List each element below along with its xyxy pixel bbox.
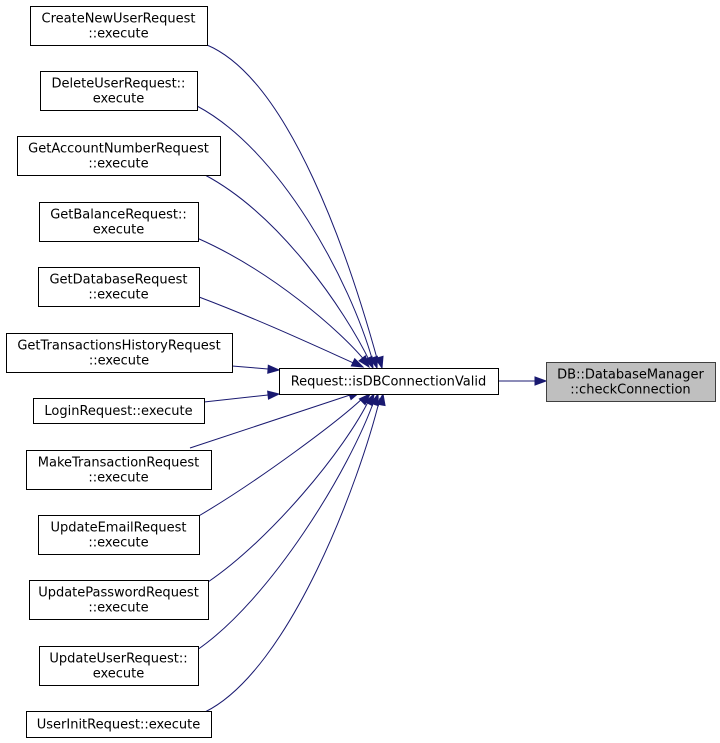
edges-layer (189, 44, 548, 713)
arrowhead-icon (267, 364, 281, 374)
node-getAccountNumber-box (17, 136, 221, 176)
node-getTransactionsHistory-label-line: GetTransactionsHistoryRequest (17, 339, 220, 354)
edge-updateUser-to-hub (196, 392, 379, 651)
node-updatePassword[interactable]: UpdatePasswordRequest::execute (29, 580, 209, 620)
arrowhead-icon (350, 357, 365, 368)
node-getDatabase[interactable]: GetDatabaseRequest::execute (38, 267, 200, 307)
node-checkConnection-box (546, 362, 716, 402)
edge-userInit-to-hub (204, 392, 386, 713)
edge-login-to-hub-line (203, 394, 269, 403)
node-updateEmail-label-line: UpdateEmailRequest (51, 521, 187, 536)
node-updateUser[interactable]: UpdateUserRequest::execute (39, 646, 199, 686)
node-createNewUser[interactable]: CreateNewUserRequest::execute (30, 6, 208, 46)
node-userInit[interactable]: UserInitRequest::execute (26, 711, 212, 738)
node-getAccountNumber[interactable]: GetAccountNumberRequest::execute (17, 136, 221, 176)
edge-getTransactionsHistory-to-hub (231, 364, 281, 374)
node-getTransactionsHistory-label-line: ::execute (89, 354, 149, 369)
edge-getTransactionsHistory-to-hub-line (231, 365, 269, 370)
node-updateEmail-label-line: ::execute (88, 536, 148, 551)
edge-updateEmail-to-hub (196, 392, 372, 518)
node-checkConnection-label-line: ::checkConnection (570, 383, 690, 398)
arrowhead-icon (267, 390, 281, 400)
node-isDBConnectionValid-box (279, 368, 499, 395)
node-getBalance[interactable]: GetBalanceRequest::execute (39, 202, 199, 242)
edge-deleteUser-to-hub-line (196, 105, 374, 363)
node-getBalance-box (39, 202, 199, 242)
edge-createNewUser-to-hub-line (206, 44, 379, 363)
node-makeTransaction-box (26, 450, 212, 490)
node-login-label-line: LoginRequest::execute (44, 404, 192, 419)
node-checkConnection-label-line: DB::DatabaseManager (557, 368, 704, 383)
node-userInit-label-line: UserInitRequest::execute (37, 718, 201, 733)
node-getAccountNumber-label-line: GetAccountNumberRequest (28, 142, 209, 157)
node-getBalance-label-line: GetBalanceRequest:: (50, 208, 187, 223)
node-login[interactable]: LoginRequest::execute (33, 398, 205, 424)
edge-updateEmail-to-hub-line (196, 396, 365, 518)
node-login-box (33, 398, 205, 424)
edge-getBalance-to-hub-line (196, 237, 367, 363)
node-getTransactionsHistory[interactable]: GetTransactionsHistoryRequest::execute (6, 333, 233, 373)
edge-getDatabase-to-hub (198, 296, 365, 368)
node-deleteUser-label-line: DeleteUserRequest:: (52, 77, 186, 92)
edge-getDatabase-to-hub-line (198, 296, 359, 366)
edge-updateUser-to-hub-line (196, 397, 376, 651)
node-getTransactionsHistory-box (6, 333, 233, 373)
node-userInit-box (26, 711, 212, 738)
edge-login-to-hub (203, 390, 281, 403)
arrowhead-icon (369, 392, 379, 407)
node-deleteUser[interactable]: DeleteUserRequest::execute (40, 71, 198, 111)
node-createNewUser-box (30, 6, 208, 46)
node-deleteUser-label-line: execute (93, 92, 145, 107)
arrowhead-icon (358, 355, 370, 369)
node-deleteUser-box (40, 71, 198, 111)
node-getDatabase-label-line: ::execute (88, 288, 148, 303)
node-updateUser-label-line: UpdateUserRequest:: (49, 652, 187, 667)
arrowhead-icon (376, 392, 386, 407)
edge-getAccountNumber-to-hub-line (204, 174, 371, 363)
arrowhead-icon (534, 376, 548, 386)
node-updatePassword-label-line: UpdatePasswordRequest (38, 586, 199, 601)
node-isDBConnectionValid-label-line: Request::isDBConnectionValid (291, 375, 487, 390)
node-makeTransaction-label-line: MakeTransactionRequest (38, 456, 199, 471)
node-getBalance-label-line: execute (93, 223, 145, 238)
edge-makeTransaction-to-hub-line (189, 394, 351, 449)
node-isDBConnectionValid[interactable]: Request::isDBConnectionValid (279, 368, 499, 395)
node-updateEmail[interactable]: UpdateEmailRequest::execute (38, 515, 200, 555)
node-updateUser-box (39, 646, 199, 686)
node-updateUser-label-line: execute (93, 667, 145, 682)
node-getDatabase-label-line: GetDatabaseRequest (49, 273, 187, 288)
node-makeTransaction[interactable]: MakeTransactionRequest::execute (26, 450, 212, 490)
node-updateEmail-box (38, 515, 200, 555)
node-checkConnection[interactable]: DB::DatabaseManager::checkConnection (546, 362, 716, 402)
node-getAccountNumber-label-line: ::execute (88, 157, 148, 172)
node-updatePassword-label-line: ::execute (88, 601, 148, 616)
edge-updatePassword-to-hub-line (207, 397, 371, 583)
node-createNewUser-label-line: CreateNewUserRequest (42, 12, 196, 27)
nodes-layer: CreateNewUserRequest::executeDeleteUserR… (6, 6, 716, 738)
node-getDatabase-box (38, 267, 200, 307)
node-updatePassword-box (29, 580, 209, 620)
node-createNewUser-label-line: ::execute (88, 27, 148, 42)
edge-makeTransaction-to-hub (189, 391, 362, 449)
node-makeTransaction-label-line: ::execute (88, 471, 148, 486)
edge-hub-to-target (498, 376, 548, 386)
edge-getBalance-to-hub (196, 237, 370, 369)
edge-userInit-to-hub-line (204, 397, 381, 713)
